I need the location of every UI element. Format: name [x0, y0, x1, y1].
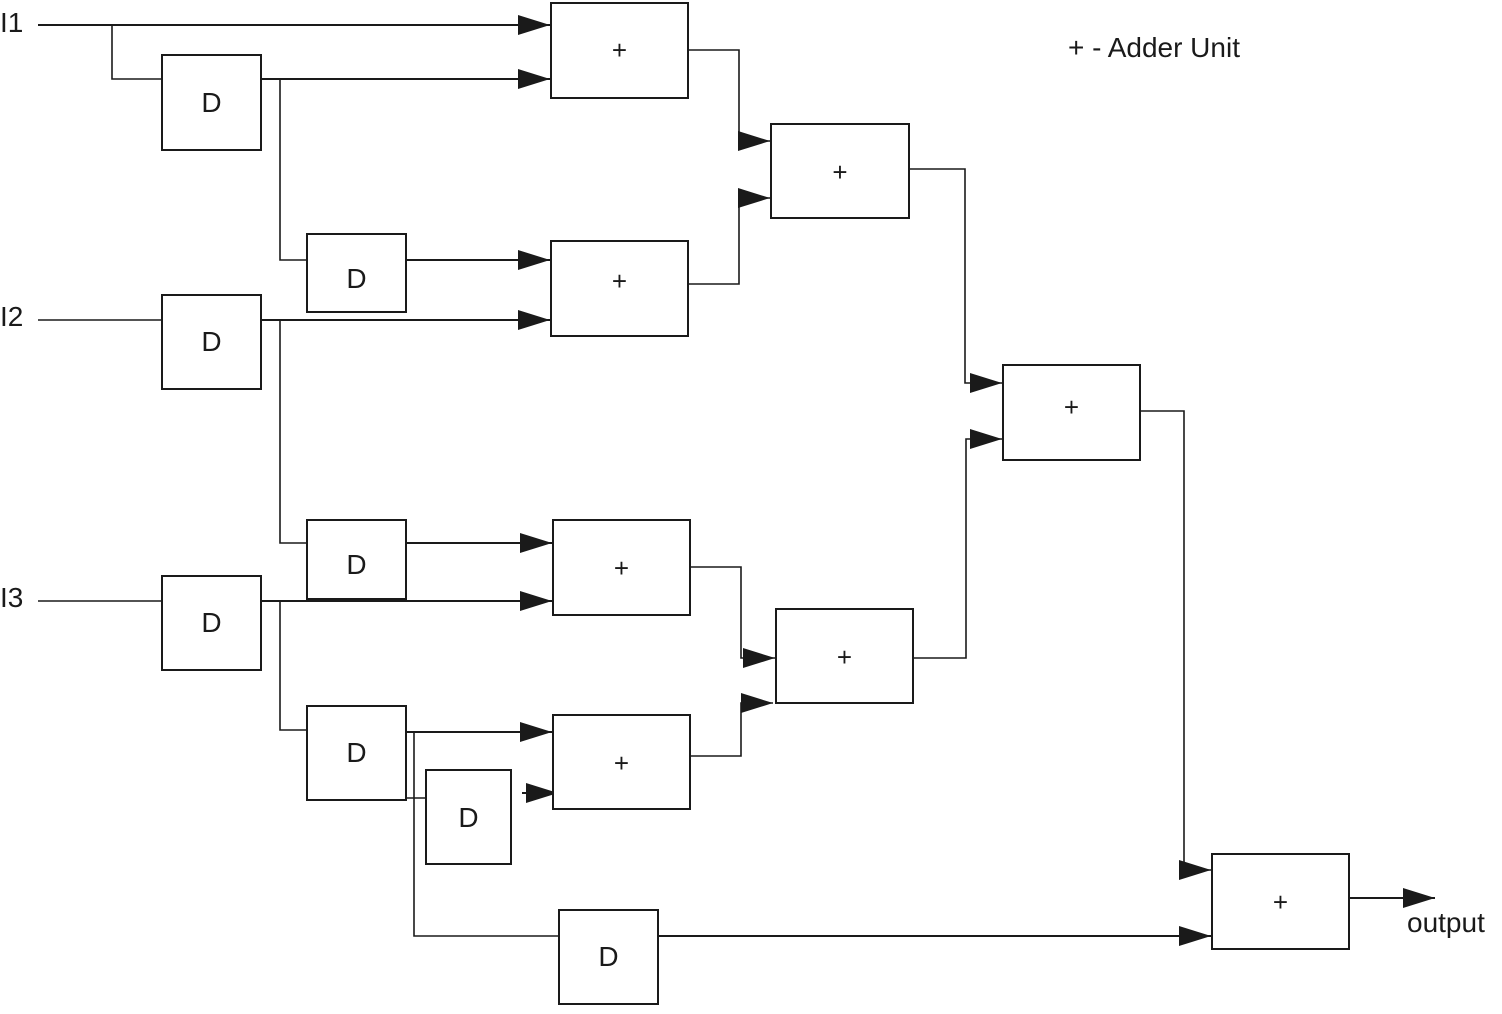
adder-label: +: [832, 157, 847, 187]
adder-units: + + + + + + + +: [550, 2, 1350, 950]
delay-unit-8: D: [558, 909, 659, 1005]
wire-adder2-to-adder5: [688, 188, 770, 285]
delay-label: D: [201, 326, 221, 357]
adder-unit-7: +: [1002, 364, 1141, 461]
delay-units: D D D D D D D D: [161, 54, 659, 1005]
delay-unit-5: D: [161, 575, 262, 671]
delay-label: D: [458, 802, 478, 833]
input-label-i1: I1: [0, 7, 23, 38]
input-label-i3: I3: [0, 582, 23, 613]
delay-label: D: [598, 941, 618, 972]
adder-label: +: [1064, 392, 1079, 422]
wire-adder4-to-adder6: [690, 693, 773, 757]
delay-unit-6: D: [306, 705, 407, 801]
delay-label: D: [346, 549, 366, 580]
adder-label: +: [612, 266, 627, 296]
input-label-i2: I2: [0, 301, 23, 332]
wire-adder6-to-adder7: [913, 429, 1002, 659]
wire-adder5-to-adder7: [909, 168, 1002, 393]
wire-adder3-to-adder6: [690, 566, 775, 668]
adder-label: +: [614, 748, 629, 778]
adder-unit-6: +: [775, 608, 914, 704]
adder-label: +: [614, 553, 629, 583]
delay-unit-2: D: [306, 233, 407, 313]
adder-unit-5: +: [770, 123, 910, 219]
wire-delay1-to-delay2: [279, 79, 307, 261]
wire-adder1-to-adder5: [688, 49, 770, 151]
adder-unit-final: +: [1211, 853, 1350, 950]
delay-label: D: [201, 87, 221, 118]
wire-adder7-to-adder-final: [1140, 410, 1211, 880]
wire-delay6-to-delay8: [413, 732, 559, 937]
delay-unit-7: D: [425, 769, 512, 865]
adder-unit-2: +: [550, 240, 689, 337]
delay-unit-3: D: [161, 294, 262, 390]
delay-label: D: [346, 737, 366, 768]
adder-unit-1: +: [550, 2, 689, 99]
wire-delay3-to-delay4: [279, 320, 307, 544]
adder-label: +: [1273, 887, 1288, 917]
output-label: output: [1407, 907, 1485, 938]
delay-label: D: [346, 263, 366, 294]
wire-delay5-to-delay6: [279, 601, 307, 731]
legend-adder-unit: + - Adder Unit: [1068, 32, 1240, 63]
adder-unit-4: +: [552, 714, 691, 810]
delay-label: D: [201, 607, 221, 638]
wire-i1-to-delay1: [111, 25, 162, 80]
wires: [38, 15, 1435, 946]
adder-label: +: [837, 642, 852, 672]
adder-unit-3: +: [552, 519, 691, 616]
delay-unit-4: D: [306, 519, 407, 600]
delay-unit-1: D: [161, 54, 262, 151]
adder-label: +: [612, 35, 627, 65]
